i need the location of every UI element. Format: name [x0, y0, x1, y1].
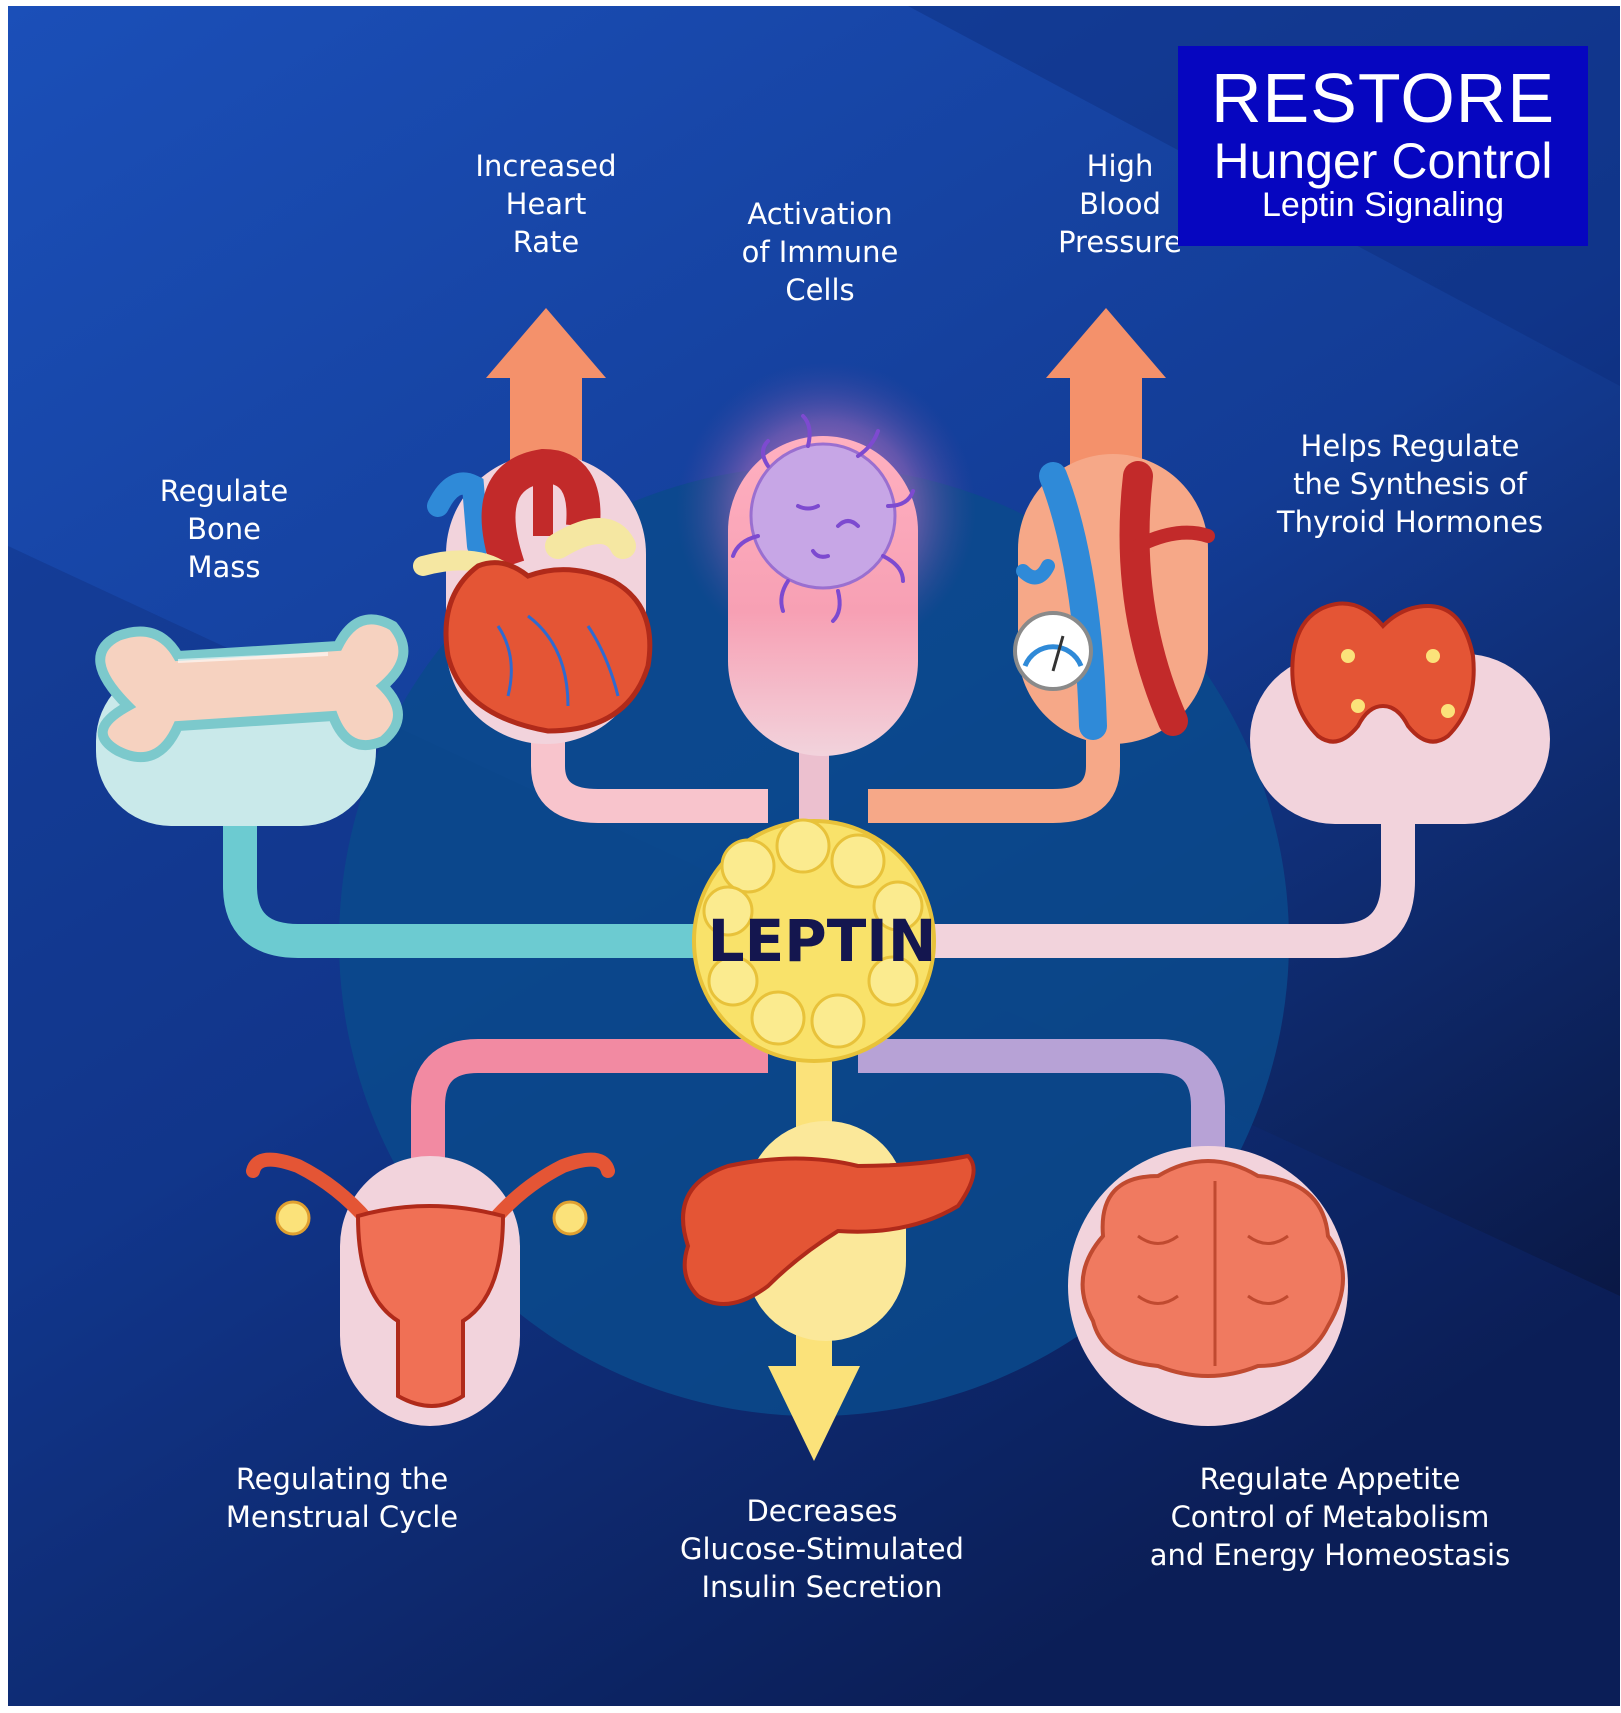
immune-label-line-1: Activation — [747, 197, 892, 231]
menstrual-label: Regulating the Menstrual Cycle — [226, 1462, 458, 1534]
immune-label-line-2: of Immune — [742, 235, 899, 269]
leptin-infographic: LEPTIN Increased Heart Rate Activation o… — [8, 6, 1620, 1706]
bone-connector — [223, 809, 725, 958]
appetite-label-line-1: Regulate Appetite — [1200, 1462, 1461, 1496]
bp-label-line-3: Pressure — [1058, 225, 1182, 259]
brain-icon — [1080, 1159, 1345, 1378]
blood-pressure-label: High Blood Pressure — [1058, 149, 1182, 259]
insulin-label-line-1: Decreases — [746, 1494, 897, 1528]
thyroid-label-line-2: the Synthesis of — [1293, 467, 1528, 501]
immune-cell-icon — [731, 414, 915, 623]
heart-label-line-3: Rate — [513, 225, 580, 259]
menstrual-label-line-1: Regulating the — [236, 1462, 448, 1496]
appetite-label-line-3: and Energy Homeostasis — [1150, 1538, 1510, 1572]
thyroid-icon — [1290, 601, 1476, 744]
appetite-label-line-2: Control of Metabolism — [1171, 1500, 1490, 1534]
diagram-svg: LEPTIN Increased Heart Rate Activation o… — [8, 6, 1620, 1706]
heart-connector — [531, 736, 768, 823]
brand-title: RESTORE — [1210, 59, 1556, 137]
bp-connector — [868, 736, 1120, 823]
immune-label: Activation of Immune Cells — [742, 197, 899, 307]
heart-label-line-1: Increased — [475, 149, 616, 183]
insulin-label: Decreases Glucose-Stimulated Insulin Sec… — [680, 1494, 964, 1604]
thyroid-label-line-1: Helps Regulate — [1301, 429, 1520, 463]
bp-label-line-2: Blood — [1079, 187, 1161, 221]
bone-label-line-3: Mass — [187, 550, 260, 584]
bone-label-line-2: Bone — [187, 512, 261, 546]
leptin-label: LEPTIN — [708, 907, 937, 975]
bone-label: Regulate Bone Mass — [160, 474, 289, 584]
insulin-label-line-3: Insulin Secretion — [701, 1570, 942, 1604]
menstrual-connector — [411, 1039, 768, 1166]
menstrual-label-line-2: Menstrual Cycle — [226, 1500, 458, 1534]
thyroid-label-line-3: Thyroid Hormones — [1276, 505, 1543, 539]
pancreas-icon — [681, 1153, 976, 1306]
heart-label-line-2: Heart — [506, 187, 587, 221]
brand-tagline: Leptin Signaling — [1262, 186, 1504, 224]
uterus-icon — [246, 1152, 615, 1408]
leptin-cluster — [692, 818, 936, 1063]
blood-pressure-icon — [1013, 461, 1215, 740]
bone-icon — [95, 614, 409, 763]
thyroid-connector — [911, 789, 1415, 958]
brand-subtitle: Hunger Control — [1213, 133, 1553, 189]
thyroid-label: Helps Regulate the Synthesis of Thyroid … — [1276, 429, 1543, 539]
heart-rate-label: Increased Heart Rate — [475, 149, 616, 259]
insulin-label-line-2: Glucose-Stimulated — [680, 1532, 964, 1566]
appetite-label: Regulate Appetite Control of Metabolism … — [1150, 1462, 1510, 1572]
appetite-connector — [858, 1039, 1225, 1166]
heart-icon — [413, 448, 653, 734]
immune-label-line-3: Cells — [785, 273, 854, 307]
bp-label-line-1: High — [1087, 149, 1154, 183]
brand-box: RESTORE Hunger Control Leptin Signaling — [1178, 46, 1588, 246]
insulin-down-arrow — [768, 1366, 860, 1461]
bone-label-line-1: Regulate — [160, 474, 289, 508]
